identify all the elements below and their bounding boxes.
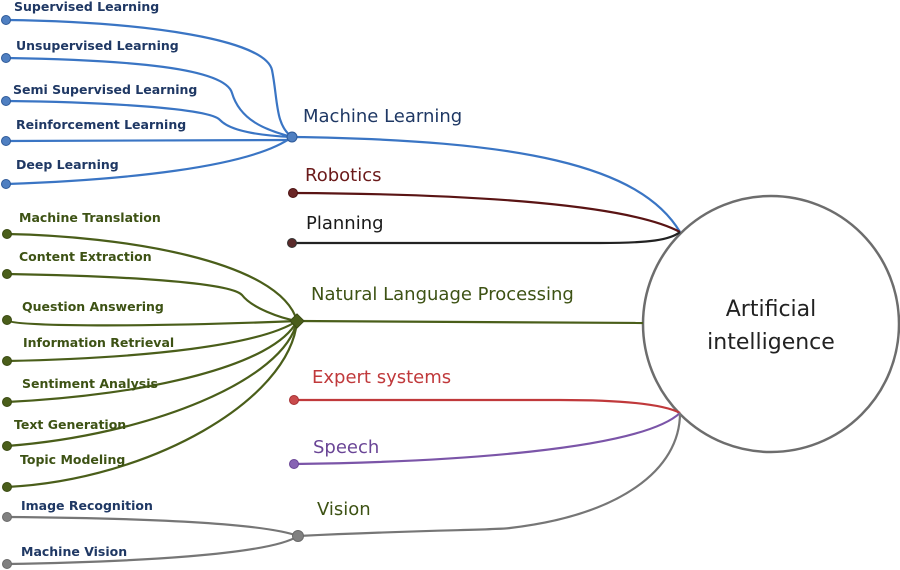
dot-supervised (1, 15, 11, 25)
dot-text-generation (2, 441, 12, 451)
vision-dots (2, 512, 304, 569)
hub-vision (292, 530, 304, 542)
label-topic-modeling: Topic Modeling (20, 452, 125, 467)
connector-vision-to-center (297, 412, 682, 538)
branch-machine-learning (6, 18, 681, 233)
dot-information-retrieval (2, 356, 12, 366)
connector-information-retrieval (6, 320, 298, 363)
connector-topic-modeling (6, 320, 299, 489)
label-reinforcement: Reinforcement Learning (16, 117, 186, 132)
dot-image-recognition (2, 512, 12, 522)
center-label-line1: Artificial (726, 297, 817, 322)
label-robotics: Robotics (305, 165, 381, 186)
branch-vision (6, 412, 682, 566)
connector-content-extraction (6, 272, 298, 323)
connector-sentiment-analysis (6, 320, 298, 404)
label-machine-learning: Machine Learning (303, 106, 462, 127)
dot-content-extraction (2, 269, 12, 279)
connector-nlp-to-center (296, 319, 644, 325)
label-unsupervised: Unsupervised Learning (16, 38, 179, 53)
label-speech: Speech (313, 437, 379, 458)
hub-nlp (289, 313, 305, 329)
dot-unsupervised (1, 53, 11, 63)
connector-deep (6, 136, 293, 186)
label-text-generation: Text Generation (14, 417, 126, 432)
connector-machine-vision (6, 535, 299, 566)
label-image-recognition: Image Recognition (21, 498, 153, 513)
ml-dots (1, 15, 298, 189)
dot-sentiment-analysis (2, 397, 12, 407)
connector-question-answering (5, 319, 298, 327)
label-machine-translation: Machine Translation (19, 210, 161, 225)
dot-planning (287, 238, 297, 248)
hub-ml (286, 131, 298, 143)
label-sentiment-analysis: Sentiment Analysis (22, 376, 158, 391)
center-circle (641, 194, 900, 454)
connector-semi-supervised (6, 99, 293, 139)
branch-nlp (5, 232, 644, 489)
connector-machine-translation (6, 232, 299, 322)
connector-unsupervised (6, 56, 293, 139)
dot-machine-translation (2, 229, 12, 239)
center-label-line2: intelligence (707, 330, 835, 355)
dot-question-answering (2, 315, 12, 325)
label-semi-supervised: Semi Supervised Learning (13, 82, 197, 97)
connector-ml-to-center (291, 135, 681, 233)
connector-speech (293, 412, 681, 466)
label-deep: Deep Learning (16, 157, 119, 172)
dot-robotics (288, 188, 298, 198)
connector-reinforcement (6, 138, 293, 143)
dot-expert-systems (289, 395, 299, 405)
label-vision: Vision (317, 499, 371, 520)
connector-robotics (292, 191, 681, 233)
label-question-answering: Question Answering (22, 299, 164, 314)
dot-topic-modeling (2, 482, 12, 492)
dot-semi-supervised (1, 96, 11, 106)
label-expert-systems: Expert systems (312, 367, 451, 388)
connector-image-recognition (6, 515, 299, 538)
dot-reinforcement (1, 136, 11, 146)
label-machine-vision: Machine Vision (21, 544, 127, 559)
label-nlp: Natural Language Processing (311, 284, 574, 305)
nlp-dots (2, 229, 305, 492)
dot-speech (289, 459, 299, 469)
dot-machine-vision (2, 559, 12, 569)
dot-deep (1, 179, 11, 189)
connector-supervised (6, 18, 293, 138)
connector-text-generation (6, 320, 299, 448)
connector-expert-systems (294, 398, 681, 414)
label-content-extraction: Content Extraction (19, 249, 152, 264)
connector-planning (292, 231, 681, 245)
label-planning: Planning (306, 213, 384, 234)
label-information-retrieval: Information Retrieval (23, 335, 174, 350)
label-supervised: Supervised Learning (14, 0, 159, 14)
